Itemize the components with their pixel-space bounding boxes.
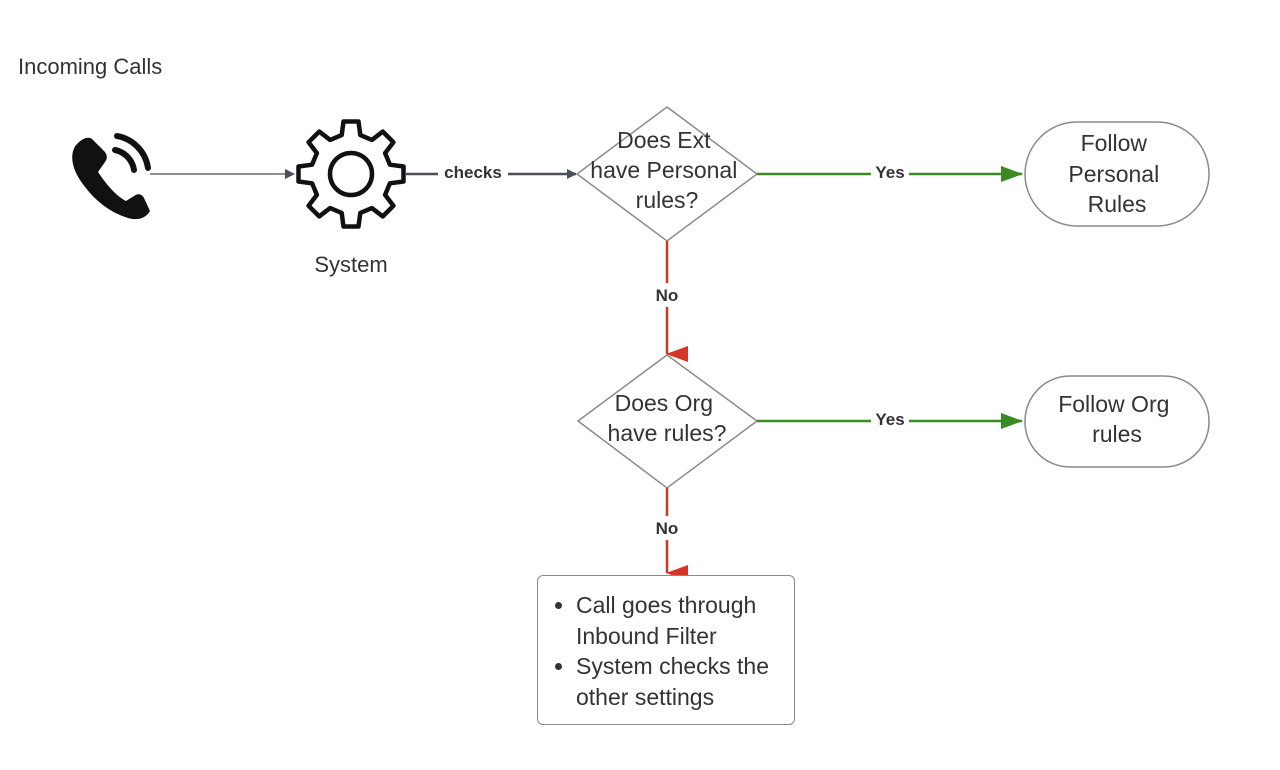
- system-label: System: [314, 252, 387, 277]
- decision-org-rules-line: have rules?: [608, 420, 727, 446]
- decision-personal-rules-line: rules?: [636, 187, 699, 213]
- terminal-follow-personal-line: Rules: [1088, 191, 1147, 217]
- fallback-process-box: Call goes through Inbound Filter System …: [537, 575, 795, 725]
- gear-hub: [327, 150, 375, 198]
- fallback-list: Call goes through Inbound Filter System …: [538, 576, 794, 712]
- decision-personal-rules-text: Does Ext have Personal rules?: [590, 127, 743, 213]
- decision-personal-rules-line: have Personal: [590, 157, 737, 183]
- terminal-follow-personal-line: Personal: [1068, 161, 1159, 187]
- decision-org-rules-line: Does Org: [615, 390, 713, 416]
- edge-label-no-org: No: [656, 519, 679, 538]
- edge-label-checks: checks: [444, 163, 502, 182]
- decision-personal-rules-line: Does Ext: [617, 127, 711, 153]
- gear-outline: [296, 119, 406, 229]
- fallback-item: Call goes through Inbound Filter: [576, 590, 784, 651]
- terminal-follow-org-rules: [1024, 375, 1210, 468]
- gear-icon: [296, 119, 406, 229]
- terminal-follow-personal-rules-text: Follow Personal Rules: [1068, 130, 1165, 217]
- edge-label-yes-personal: Yes: [875, 163, 904, 182]
- edge-label-yes-org: Yes: [875, 410, 904, 429]
- terminal-follow-org-line: Follow Org: [1058, 391, 1169, 417]
- terminal-follow-org-rules-text: Follow Org rules: [1058, 391, 1176, 447]
- decision-org-rules-text: Does Org have rules?: [608, 390, 727, 446]
- terminal-follow-personal-line: Follow: [1081, 130, 1148, 156]
- phone-ringing-icon: [72, 133, 151, 220]
- diagram-title: Incoming Calls: [18, 54, 163, 79]
- fallback-item: System checks the other settings: [576, 651, 784, 712]
- terminal-follow-org-line: rules: [1092, 421, 1142, 447]
- terminal-follow-personal-rules: [1024, 121, 1210, 227]
- edge-label-no-personal: No: [656, 286, 679, 305]
